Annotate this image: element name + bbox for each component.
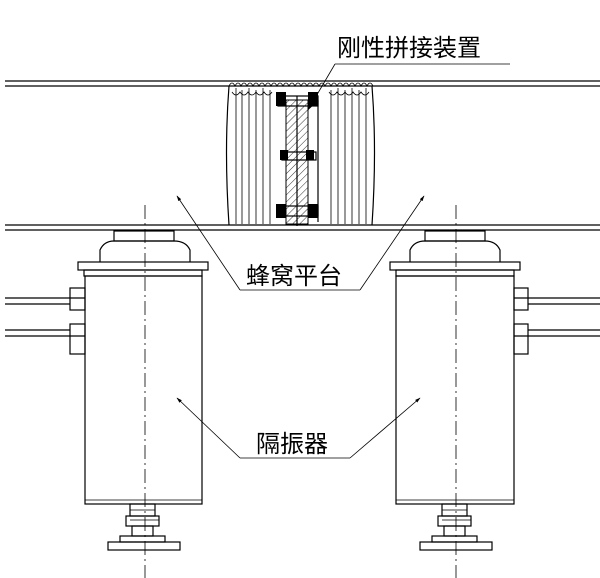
leader-honeycomb: 蜂窝平台: [176, 195, 425, 291]
label-isolator: 隔振器: [256, 430, 328, 458]
honeycomb-platform-plates: [5, 80, 600, 231]
label-rigid-splice: 刚性拼接装置: [337, 34, 481, 62]
isolator-right: [389, 205, 600, 578]
label-honeycomb-platform: 蜂窝平台: [246, 262, 342, 290]
isolator-left: [5, 205, 209, 578]
leader-isolator: 隔振器: [176, 397, 421, 459]
rigid-splice-device: [225, 82, 376, 226]
leader-rigid-splice: 刚性拼接装置: [307, 34, 510, 111]
